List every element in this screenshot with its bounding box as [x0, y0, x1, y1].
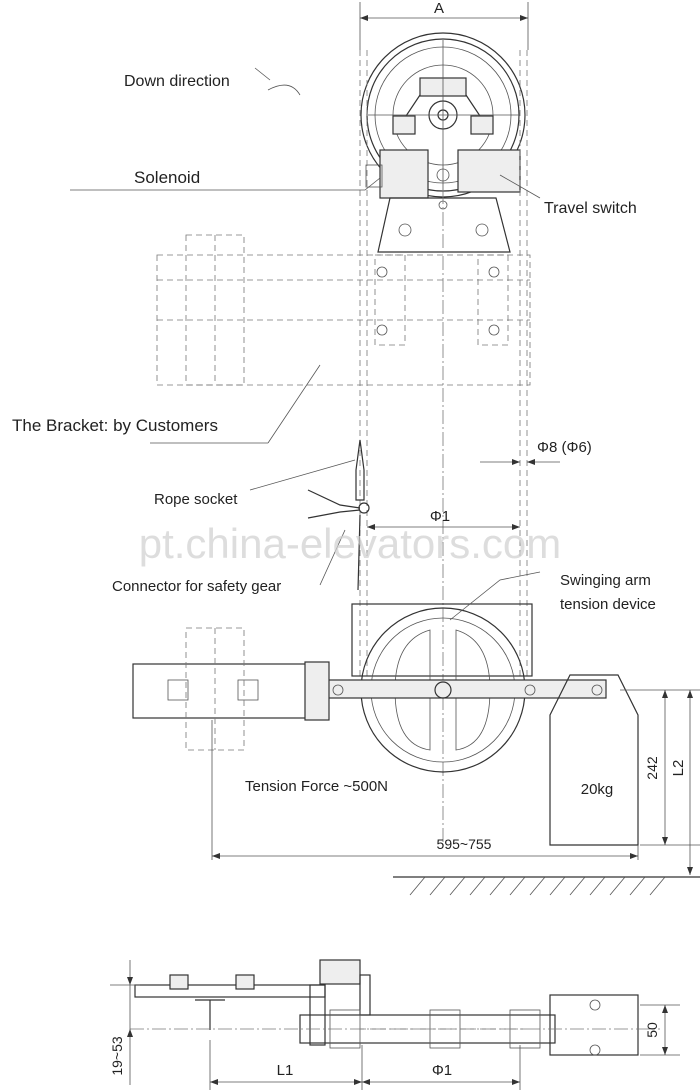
swinging-arm-label-2: tension device: [560, 596, 656, 613]
watermark: pt.china-elevators.com: [139, 520, 562, 567]
swinging-arm-label-1: Swinging arm: [560, 572, 651, 589]
phi1-bottom-label: Φ1: [432, 1062, 452, 1079]
travel-switch-label: Travel switch: [544, 200, 637, 217]
dim-l2-label: L2: [670, 760, 687, 777]
down-direction-label: Down direction: [124, 73, 230, 90]
plan-view: [130, 959, 660, 1056]
governor-rope: [359, 50, 528, 850]
weight-label: 20kg: [581, 781, 614, 798]
dim-50-label: 50: [644, 1022, 660, 1038]
connector-label: Connector for safety gear: [112, 578, 281, 595]
rope-diameter-label: Φ8 (Φ6): [537, 439, 592, 456]
ground: [393, 876, 700, 896]
governor-assembly: [359, 2, 529, 253]
phi1-top-label: Φ1: [430, 508, 450, 525]
tension-force-label: Tension Force ~500N: [245, 778, 388, 795]
customer-bracket: [156, 234, 531, 386]
rope-socket-label: Rope socket: [154, 491, 238, 508]
dim-19-53-label: 19~53: [109, 1036, 125, 1076]
dim-a-label: A: [434, 0, 444, 17]
dim-242-label: 242: [644, 756, 660, 780]
dim-595-755-label: 595~755: [437, 836, 492, 852]
rope-socket-assembly: [307, 439, 370, 591]
bracket-label: The Bracket: by Customers: [12, 416, 218, 435]
dim-l1-label: L1: [277, 1062, 294, 1079]
tension-device: [132, 603, 639, 846]
solenoid-label: Solenoid: [134, 168, 200, 187]
